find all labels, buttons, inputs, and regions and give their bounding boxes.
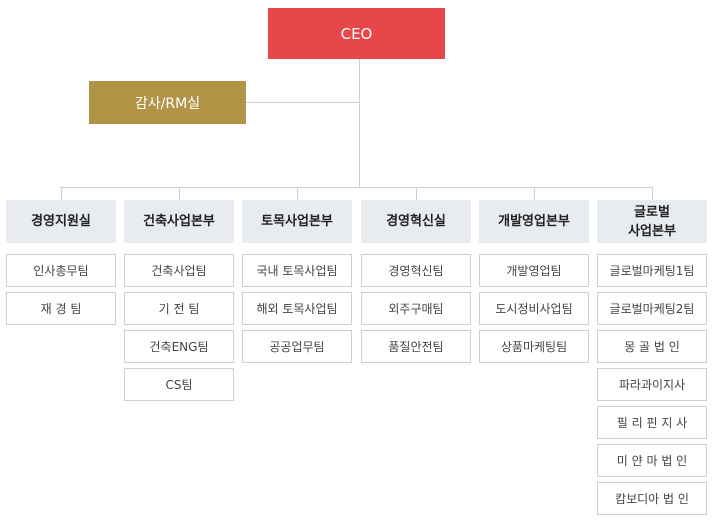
team-box: 재 경 팀 bbox=[6, 292, 116, 325]
connector-horizontal-bus bbox=[60, 187, 652, 188]
connector-drop bbox=[296, 187, 298, 200]
dept-global-business: 글로벌 사업본부 bbox=[597, 200, 707, 243]
dept-management-support: 경영지원실 bbox=[6, 200, 116, 243]
audit-rm-box: 감사/RM실 bbox=[89, 81, 246, 124]
team-box: 품질안전팀 bbox=[361, 330, 471, 363]
team-box: 상품마케팅팀 bbox=[479, 330, 589, 363]
team-box: 파라과이지사 bbox=[597, 368, 707, 401]
connector-ceo-trunk bbox=[359, 59, 360, 187]
team-box: CS팀 bbox=[124, 368, 234, 401]
dept-development-sales: 개발영업본부 bbox=[479, 200, 589, 243]
team-box: 글로벌마케팅2팀 bbox=[597, 292, 707, 325]
team-box: 해외 토목사업팀 bbox=[242, 292, 352, 325]
connector-drop bbox=[651, 187, 653, 200]
team-box: 도시정비사업팀 bbox=[479, 292, 589, 325]
team-box: 개발영업팀 bbox=[479, 254, 589, 287]
connector-drop bbox=[60, 187, 62, 200]
team-box: 인사총무팀 bbox=[6, 254, 116, 287]
team-box: 캄보디아 법 인 bbox=[597, 482, 707, 515]
connector-drop bbox=[533, 187, 535, 200]
team-box: 공공업무팀 bbox=[242, 330, 352, 363]
connector-drop bbox=[178, 187, 180, 200]
team-box: 건축사업팀 bbox=[124, 254, 234, 287]
team-box: 건축ENG팀 bbox=[124, 330, 234, 363]
dept-architecture: 건축사업본부 bbox=[124, 200, 234, 243]
team-box: 몽 골 법 인 bbox=[597, 330, 707, 363]
dept-civil-engineering: 토목사업본부 bbox=[242, 200, 352, 243]
team-box: 기 전 팀 bbox=[124, 292, 234, 325]
dept-management-innovation: 경영혁신실 bbox=[361, 200, 471, 243]
team-box: 국내 토목사업팀 bbox=[242, 254, 352, 287]
team-box: 미 얀 마 법 인 bbox=[597, 444, 707, 477]
team-box: 필 리 핀 지 사 bbox=[597, 406, 707, 439]
team-box: 외주구매팀 bbox=[361, 292, 471, 325]
team-box: 글로벌마케팅1팀 bbox=[597, 254, 707, 287]
connector-drop bbox=[415, 187, 417, 200]
team-box: 경영혁신팀 bbox=[361, 254, 471, 287]
connector-audit bbox=[246, 102, 359, 103]
ceo-box: CEO bbox=[268, 8, 445, 59]
